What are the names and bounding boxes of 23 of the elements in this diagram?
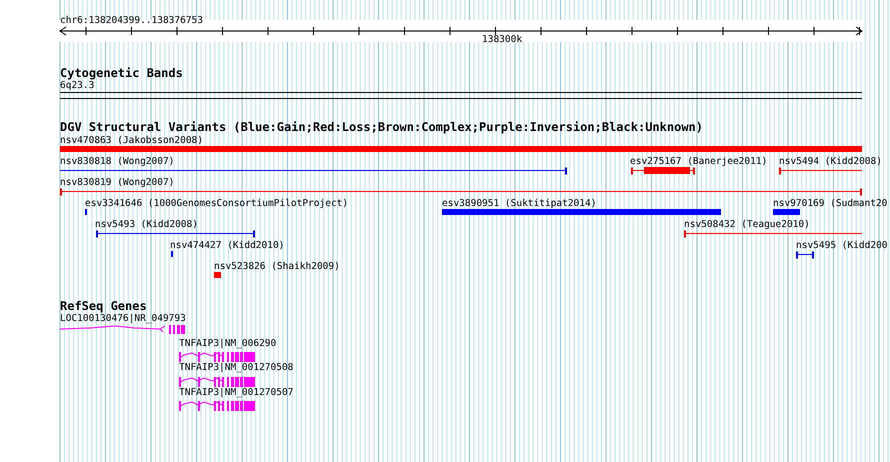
gene-label: TNFAIP3|NM_001270508 [179, 362, 294, 373]
variant-label: esv275167 (Banerjee2011) [630, 156, 768, 167]
gene-label: TNFAIP3|NM_001270507 [179, 387, 294, 398]
variant-label: nsv970169 (Sudmant20 [773, 198, 888, 209]
track-title: Cytogenetic Bands [60, 67, 183, 80]
variant-label: nsv830818 (Wong2007) [60, 156, 174, 167]
variant-label: nsv508432 (Teague2010) [684, 219, 810, 230]
track-title: DGV Structural Variants (Blue:Gain;Red:Loss;Brown:Complex;Purple:Inversion;Black:Unknown) [60, 121, 703, 134]
band-label: 6q23.3 [60, 80, 94, 91]
variant-label: nsv830819 (Wong2007) [60, 177, 174, 188]
variant-label: esv3890951 (Suktitipat2014) [442, 198, 596, 209]
variant-label: nsv5494 (Kidd2008) [779, 156, 882, 167]
genomic-position-label: chr6:138204399..138376753 [60, 15, 203, 26]
ruler-tick-label: 138300k [482, 34, 522, 45]
variant-label: nsv5493 (Kidd2008) [95, 219, 198, 230]
variant-label: nsv5495 (Kidd200 [796, 240, 888, 251]
gene-label: LOC100130476|NR_049793 [60, 313, 186, 324]
variant-label: nsv474427 (Kidd2010) [170, 240, 284, 251]
variant-label: esv3341646 (1000GenomesConsortiumPilotProject) [85, 198, 348, 209]
gene-label: TNFAIP3|NM_006290 [179, 338, 276, 349]
track-title: RefSeq Genes [60, 300, 147, 313]
variant-label: nsv470863 (Jakobsson2008) [60, 135, 203, 146]
variant-label: nsv523826 (Shaikh2009) [214, 261, 340, 272]
